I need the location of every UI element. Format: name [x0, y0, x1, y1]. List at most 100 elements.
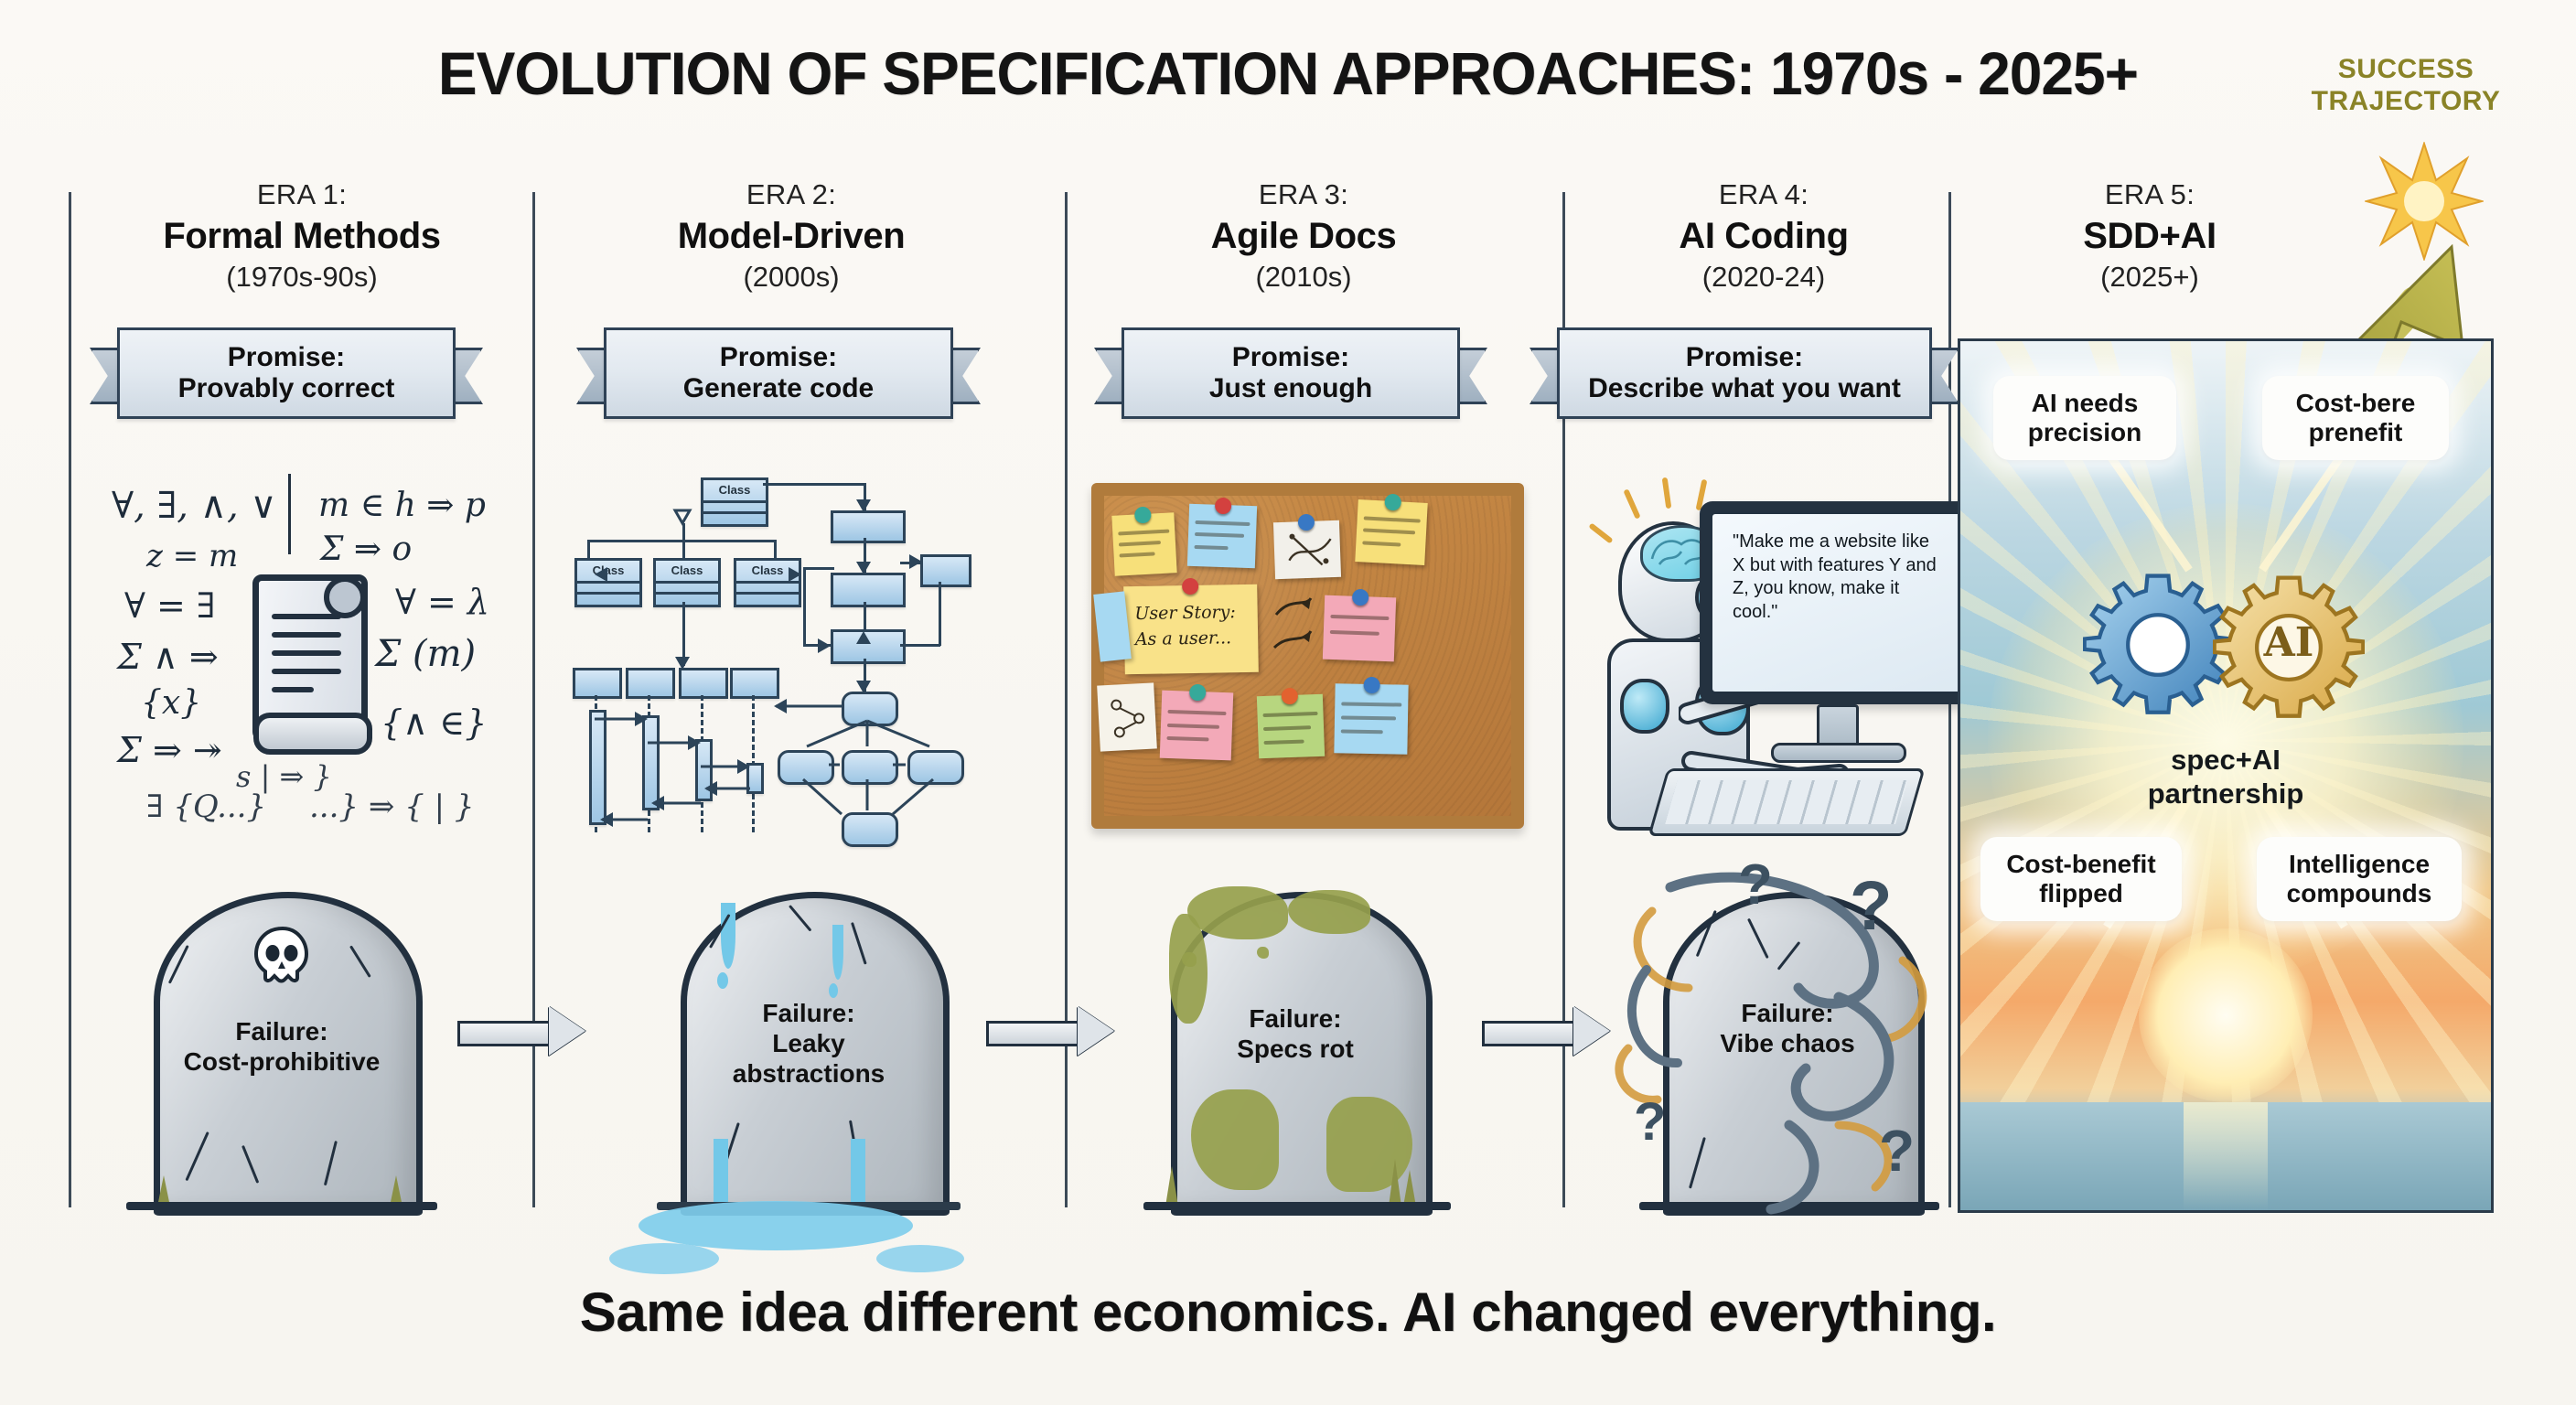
era-column-4: ERA 4: AI Coding (2020-24) [1572, 178, 1956, 1221]
era-4-screen-text: "Make me a website like X but with featu… [1733, 531, 1937, 622]
banner-plate: Promise: Describe what you want [1557, 327, 1932, 419]
uml-connector [864, 602, 866, 631]
banner-plate: Promise: Provably correct [117, 327, 456, 419]
uml-connector [864, 483, 866, 512]
era-3-art-corkboard: User Story: As a user... [1091, 483, 1524, 829]
gear-ai-label: AI [2263, 619, 2314, 666]
pushpin-icon [1281, 687, 1299, 705]
starburst-icon [2365, 142, 2484, 261]
era-column-1: ERA 1: Formal Methods (1970s-90s) [73, 178, 531, 1221]
era-2-failure-text: Failure: Leaky abstractions [696, 998, 921, 1089]
era-5-pill-cost-benefit-flipped: Cost-benefit flipped [1980, 837, 2182, 921]
era-transition-arrow-2 [986, 1006, 1114, 1056]
banner-plate: Promise: Generate code [604, 327, 953, 419]
uml-state-node [907, 750, 964, 785]
era-2-years: (2000s) [743, 261, 840, 293]
uml-flow-box [831, 510, 906, 543]
grass-icon [1165, 1166, 1178, 1207]
era-4-tombstone: Failure: Vibe chaos [1639, 892, 1939, 1216]
page-title: EVOLUTION OF SPECIFICATION APPROACHES: 1… [437, 39, 2139, 107]
era-2-promise-text: Generate code [682, 373, 875, 403]
era-2-art-uml-diagram: Class Class Class Class [567, 467, 1034, 851]
pushpin-icon [1133, 506, 1152, 524]
era-1-formula-0: ∀, ∃, ∧, ∨ [112, 485, 277, 527]
era-4-keyboard [1648, 768, 1926, 836]
era-5-name: SDD+AI [2083, 216, 2216, 256]
notation-vertical-rule [288, 474, 291, 554]
column-divider-2 [1065, 192, 1068, 1207]
era-1-formula-1: z = m [146, 538, 239, 574]
era-1-formula-3: Σ ⇒ o [320, 531, 413, 568]
era-1-formula-9: {∧ ∈} [381, 702, 488, 743]
era-5-kicker: ERA 5: [2104, 178, 2195, 210]
water-puddle-icon [639, 1201, 913, 1250]
uml-activation-bar [695, 739, 713, 801]
water-stream-icon [851, 1139, 865, 1208]
sticky-note-user-story[interactable]: User Story: As a user... [1123, 577, 1259, 675]
uml-connector [864, 538, 866, 573]
uml-connector [763, 483, 865, 486]
water-stream-icon [714, 1139, 728, 1208]
skull-icon [253, 927, 309, 983]
uml-connector [939, 582, 941, 646]
era-4-promise-text: Describe what you want [1588, 373, 1901, 403]
sticky-note [1111, 506, 1177, 576]
uml-connector [774, 540, 777, 560]
uml-state-node [842, 692, 898, 726]
graph-sketch-icon [1111, 699, 1145, 738]
era-1-formula-12: ∃ {Q...} [146, 788, 267, 825]
era-1-art-formal-notation: ∀, ∃, ∧, ∨ z = m m ∈ h ⇒ p Σ ⇒ o ∀ = ∃ ∀… [101, 467, 503, 832]
uml-class-box: Class [701, 477, 768, 527]
era-3-failure-reason: Specs rot [1237, 1035, 1354, 1064]
sun-orb [2139, 928, 2313, 1102]
uml-lifeline-head [730, 668, 779, 699]
era-4-failure-text: Failure: Vibe chaos [1678, 998, 1896, 1058]
sticky-note [1355, 493, 1428, 565]
era-1-kicker: ERA 1: [256, 178, 348, 210]
uml-class-box: Class [653, 558, 721, 607]
uml-state-node [842, 812, 898, 847]
era-2-kicker: ERA 2: [746, 178, 837, 210]
water-drip-icon [721, 903, 735, 969]
era-4-failure-reason: Vibe chaos [1720, 1028, 1855, 1057]
uml-connector [900, 562, 922, 564]
sticky-note [1322, 588, 1397, 662]
grass-icon [390, 1175, 402, 1207]
uml-lifeline-head [626, 668, 675, 699]
sea-horizon [1960, 1102, 2491, 1210]
era-column-5: ERA 5: SDD+AI (2025+) [1958, 178, 2342, 1221]
arrow-sketch-icon [1272, 596, 1313, 649]
grass-icon [157, 1175, 170, 1207]
monitor-stand-base [1771, 743, 1906, 763]
pushpin-icon [1351, 588, 1369, 606]
era-5-partnership-caption: spec+AI partnership [1960, 744, 2491, 810]
era-2-tombstone: Failure: Leaky abstractions [609, 892, 964, 1274]
scroll-document-icon [252, 574, 372, 755]
water-drip-icon [717, 972, 728, 989]
era-column-3: ERA 3: Agile Docs (2010s) [1075, 178, 1532, 1221]
robot-shoulder-joint [1620, 679, 1669, 734]
uml-activation-bar [746, 763, 764, 794]
uml-connector [587, 540, 776, 542]
sticky-note [1097, 682, 1157, 752]
water-drip-icon [832, 925, 843, 980]
pushpin-icon [1384, 493, 1402, 511]
idea-ray-icon [1623, 488, 1641, 520]
tombstone-base [1639, 1202, 1939, 1210]
pushpin-icon [1188, 683, 1207, 702]
uml-state-node [842, 750, 898, 785]
sticky-note [1334, 676, 1409, 755]
sticky-note [1159, 683, 1234, 761]
era-5-pill-cost-bere-prenefit: Cost-bere prenefit [2262, 376, 2449, 460]
water-puddle-icon [609, 1243, 719, 1274]
grass-icon [1389, 1159, 1401, 1207]
era-1-formula-7: Σ (m) [375, 633, 477, 675]
uml-activation-bar [589, 710, 606, 825]
uml-class-label: Class [671, 563, 703, 577]
uml-connector [803, 567, 834, 570]
gear-ai-icon: AI [2213, 572, 2365, 724]
uml-connector [900, 644, 940, 647]
uml-class-box: Class [734, 558, 801, 607]
grass-icon [1403, 1170, 1416, 1207]
uml-connector [803, 567, 806, 646]
